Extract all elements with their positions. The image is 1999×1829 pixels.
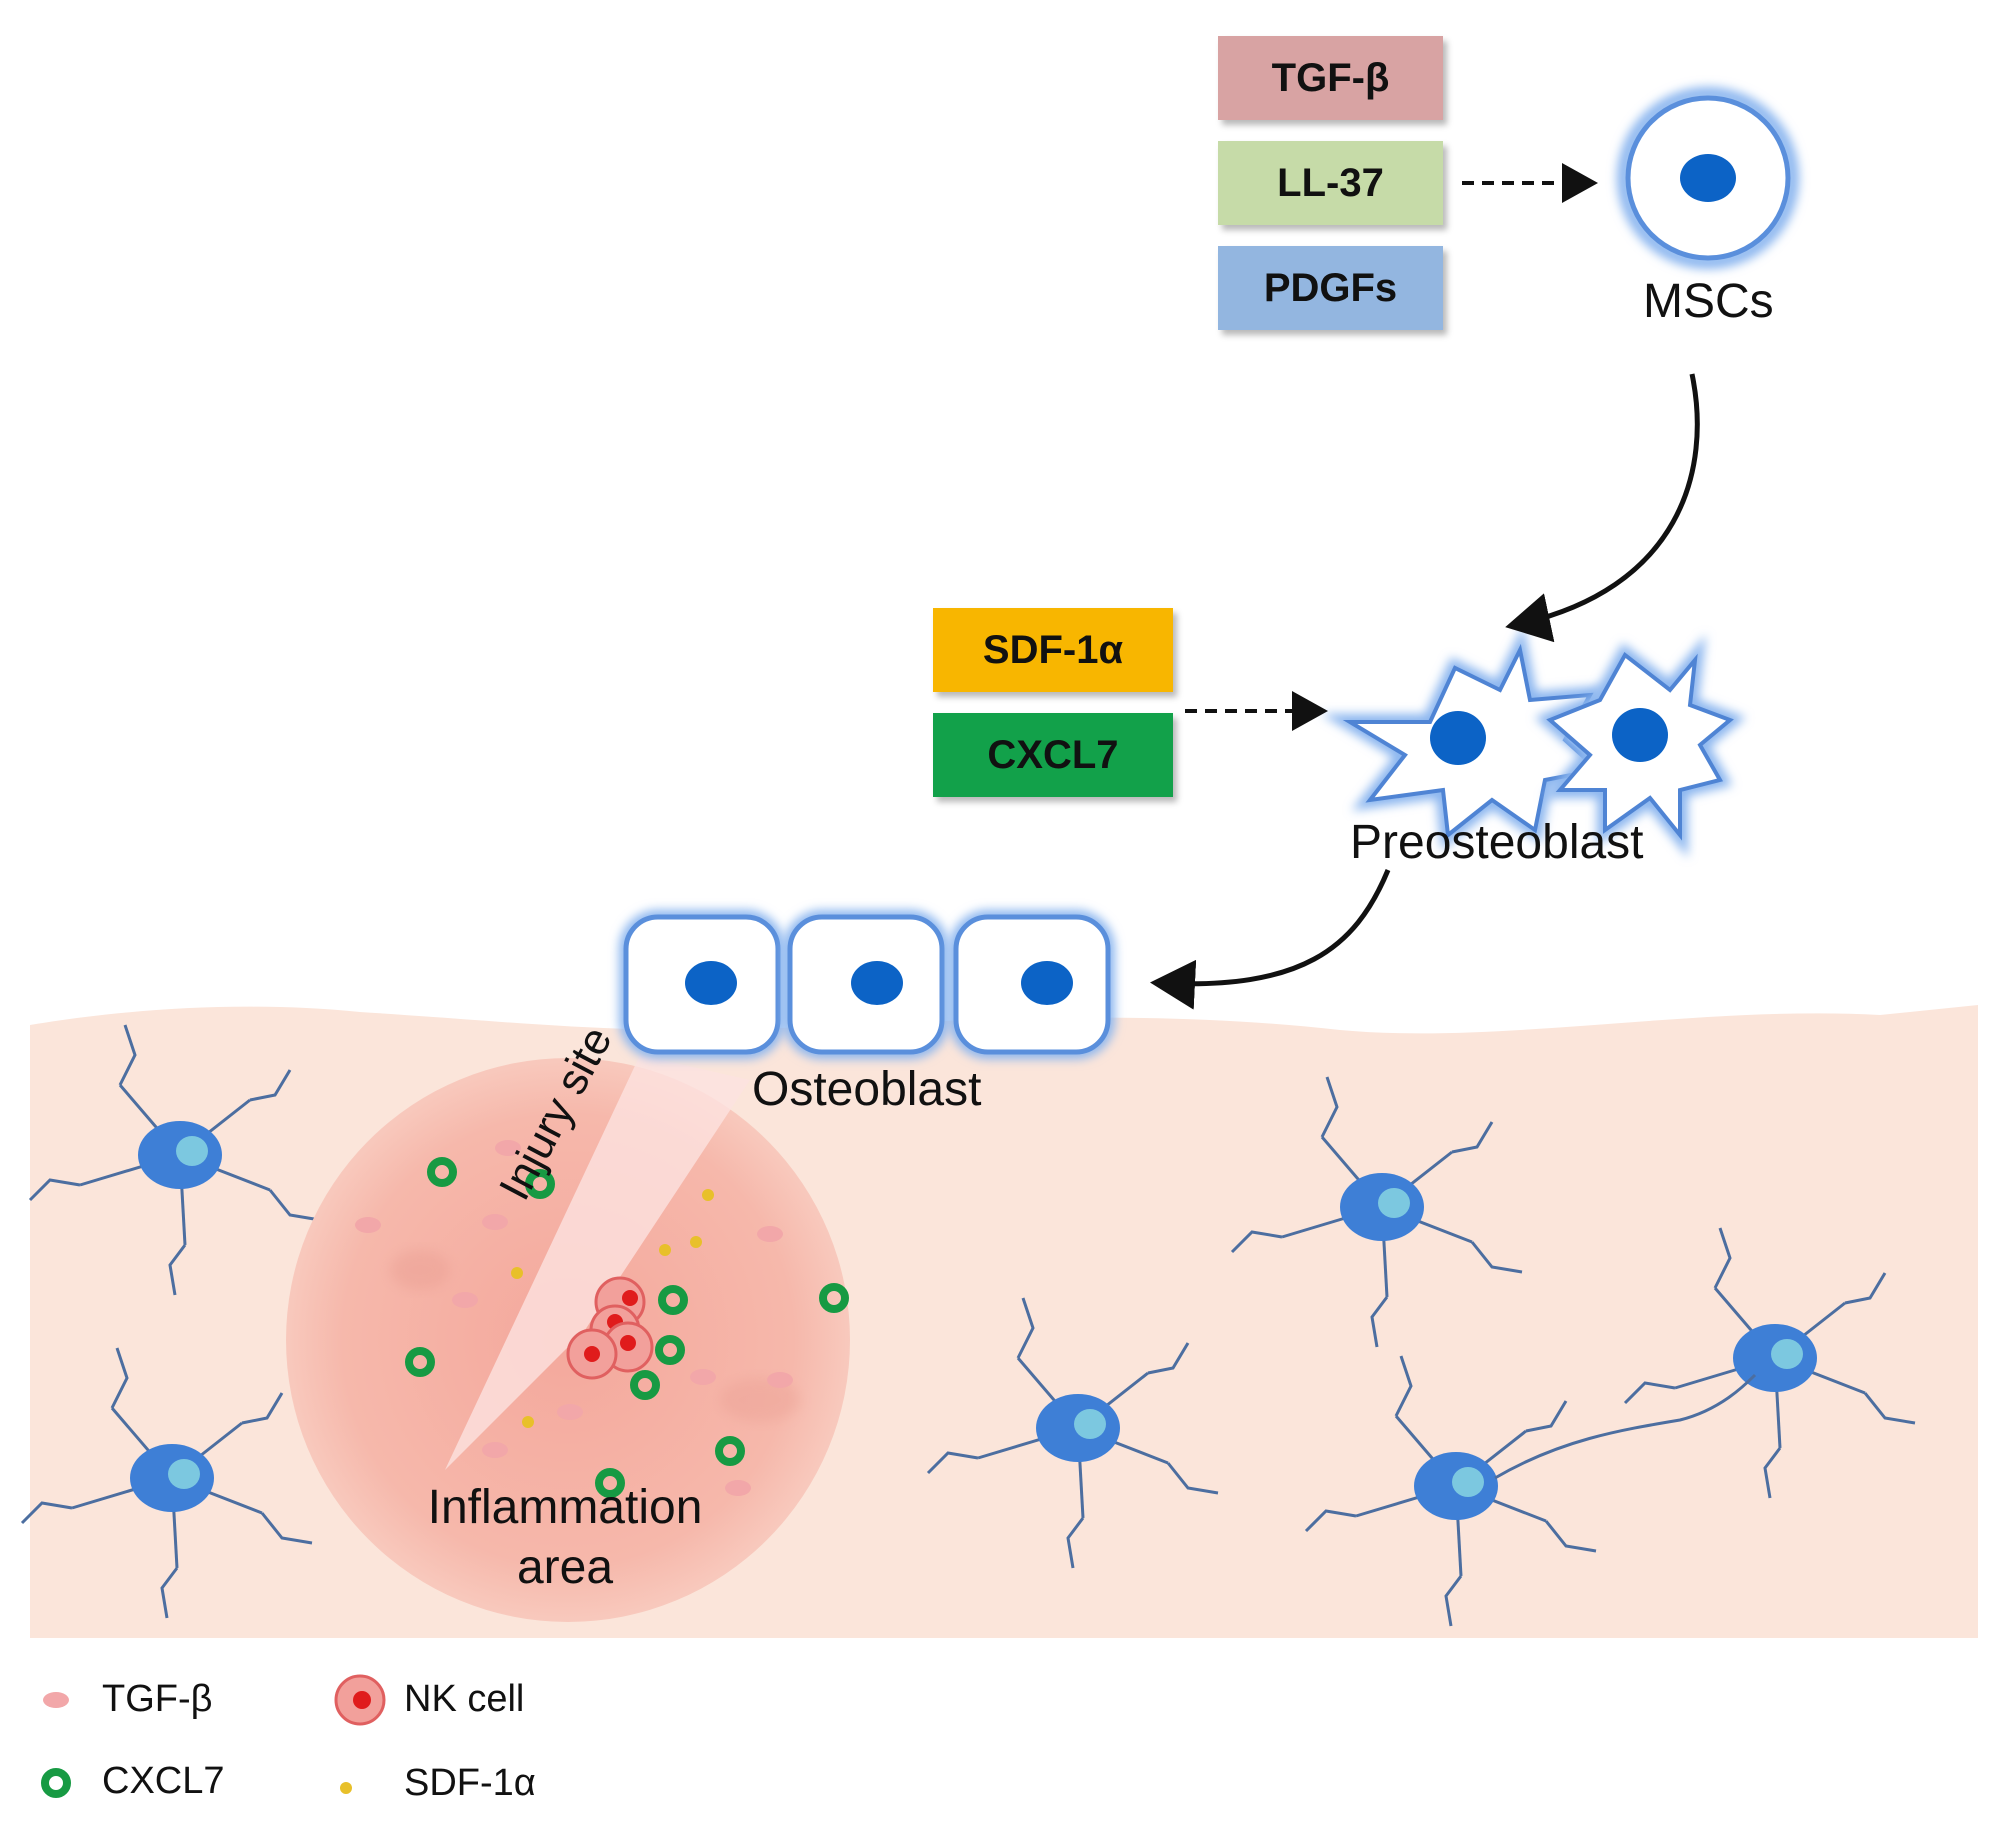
label-inflammation-area: Inflammation area [427,1481,703,1594]
preosteoblast-cells [1321,625,1746,858]
osteocyte-connection [1494,1373,1757,1480]
legend-label-cxcl7: CXCL7 [102,1760,225,1802]
tgf-marker [557,1404,583,1420]
label-preosteoblast: Preosteoblast [1350,816,1644,869]
cxcl7-marker [525,1169,555,1199]
injury-site-wedge [445,1055,750,1470]
legend-label-sdf-1a: SDF-1α [404,1762,536,1804]
legend-label-tgf-beta: TGF-β [102,1678,213,1720]
curved-arrow-preosteoblast-to-osteoblast [1150,869,1391,1010]
msc-cell [1617,87,1799,269]
tgf-marker [495,1140,521,1156]
arrows [1150,163,1700,1010]
sdf-marker [702,1189,714,1201]
label-osteoblast: Osteoblast [752,1063,982,1116]
factor-box-ll37: LL-37 [1218,141,1443,225]
tgf-marker [452,1292,478,1308]
sdf-marker [511,1267,523,1279]
legend-nk-cell-icon [334,1674,386,1726]
sdf-marker [522,1416,534,1428]
factor-box-tgf-beta: TGF-β [1218,36,1443,120]
factor-box-cxcl7: CXCL7 [933,713,1173,797]
tgf-marker [767,1372,793,1388]
cxcl7-marker [819,1283,849,1313]
sdf-marker [690,1236,702,1248]
cxcl7-marker [405,1347,435,1377]
cxcl7-marker [427,1157,457,1187]
tgf-marker [482,1442,508,1458]
tgf-marker [757,1226,783,1242]
tgf-marker [690,1369,716,1385]
cxcl7-marker [658,1285,688,1315]
tgf-marker [355,1217,381,1233]
nk-cell-cluster [566,1276,654,1380]
factor-box-sdf-1a: SDF-1α [933,608,1173,692]
legend-icons [41,1674,386,1798]
tgf-markers [355,1140,793,1496]
legend-label-nk-cell: NK cell [404,1678,525,1720]
label-mscs: MSCs [1643,275,1774,328]
tgf-marker [725,1480,751,1496]
cxcl7-marker [595,1468,625,1498]
osteoblast-cells [619,910,1115,1059]
cxcl7-marker [715,1436,745,1466]
legend-cxcl7-icon [41,1768,71,1798]
legend-sdf-icon [340,1782,352,1794]
legend-tgf-icon [43,1692,69,1708]
sdf-markers [511,1189,714,1428]
cxcl7-marker [655,1335,685,1365]
cxcl7-marker [630,1370,660,1400]
cxcl7-markers [405,1157,849,1498]
sdf-marker [659,1244,671,1256]
tgf-marker [482,1214,508,1230]
factor-box-pdgfs: PDGFs [1218,246,1443,330]
curved-arrow-msc-to-preosteoblast [1505,373,1700,643]
